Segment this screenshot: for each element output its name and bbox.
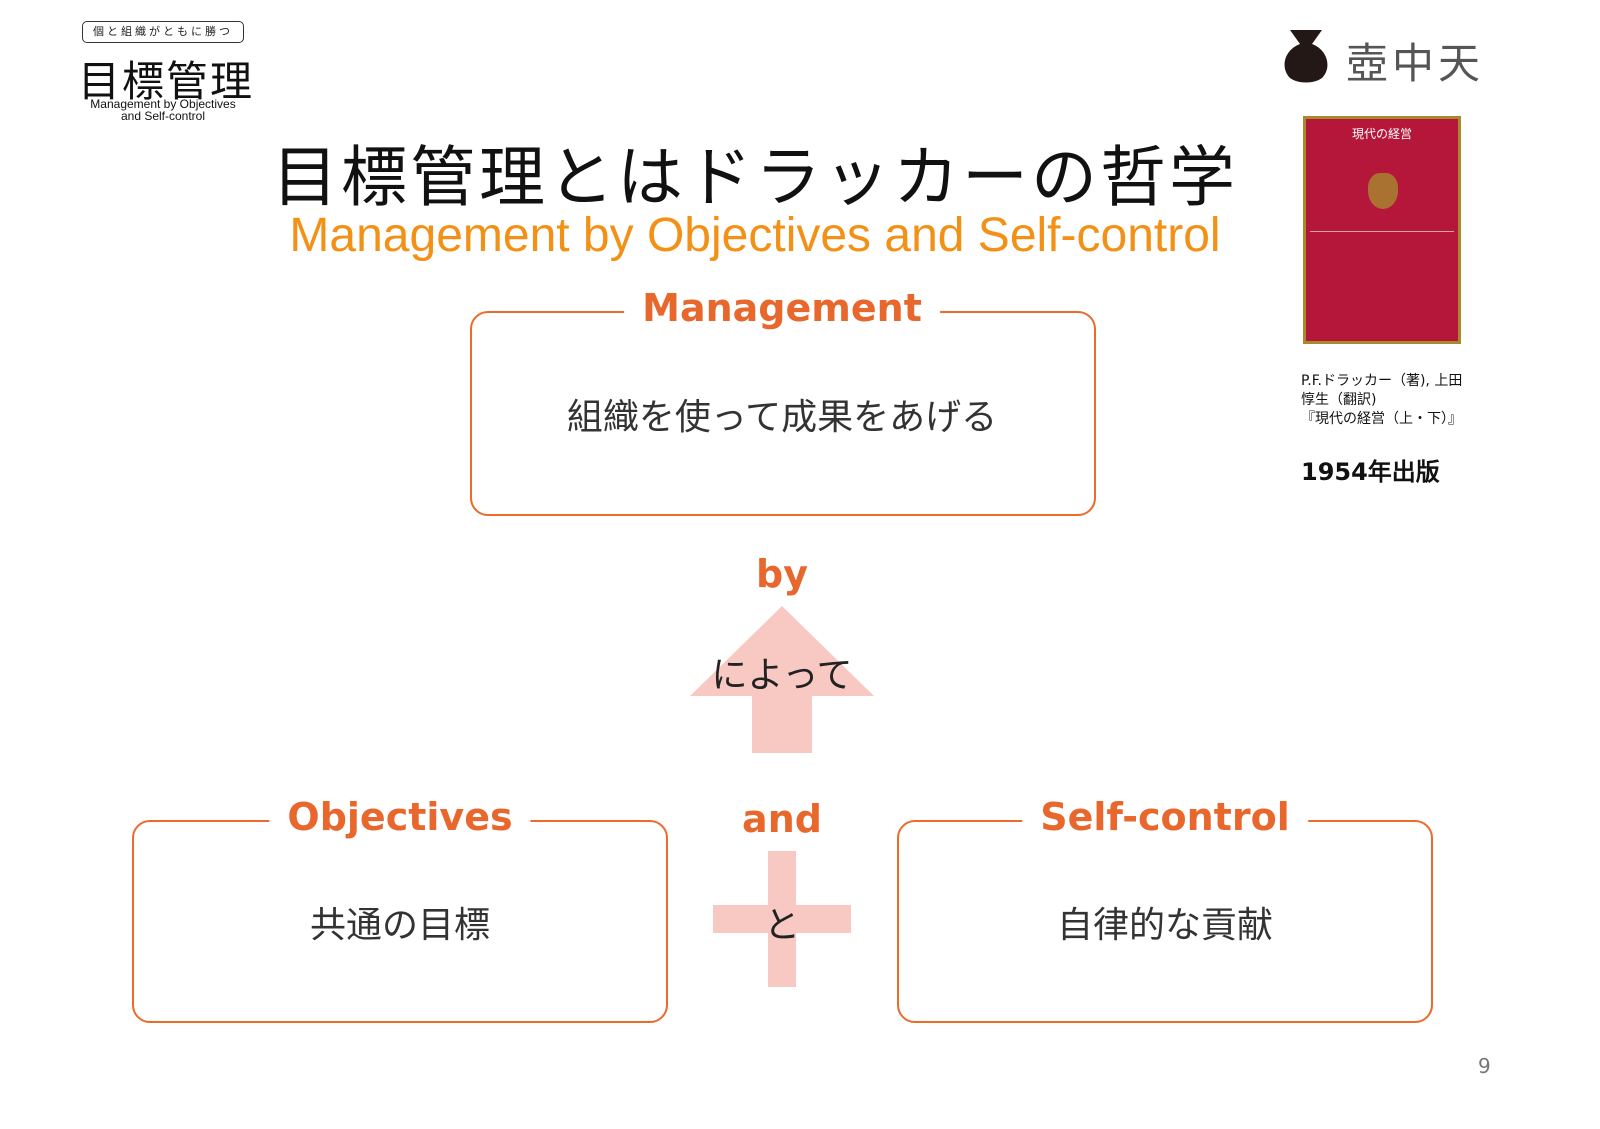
credit-line: 惇生（翻訳)	[1301, 392, 1377, 408]
objectives-text: 共通の目標	[309, 905, 491, 946]
page-subtitle: Management by Objectives and Self-contro…	[289, 209, 1221, 262]
by-text: によって	[711, 655, 853, 696]
plus-icon-bar	[713, 905, 851, 933]
logo-subtitle: Management by Objectives and Self-contro…	[82, 98, 244, 122]
logo-subtitle-line1: Management by Objectives	[90, 97, 236, 111]
book-cover-title: 現代の経営	[1351, 127, 1413, 141]
up-arrow-icon	[690, 606, 874, 753]
by-label: by	[756, 552, 808, 596]
credit-line: 『現代の経営（上・下）』	[1301, 411, 1462, 427]
logo-name: 目標管理	[78, 57, 255, 106]
self-control-text: 自律的な貢献	[1056, 905, 1274, 946]
management-text: 組織を使って成果をあげる	[566, 397, 998, 438]
pot-icon	[1284, 30, 1328, 83]
page-title: 目標管理とはドラッカーの哲学	[272, 139, 1238, 216]
page-number: 9	[1478, 1054, 1491, 1078]
book-credit: P.F.ドラッカー（著), 上田 惇生（翻訳) 『現代の経営（上・下）』	[1301, 372, 1462, 429]
and-label: and	[742, 797, 822, 841]
and-text: と	[763, 905, 801, 946]
logo-tagline: 個と組織がともに勝つ	[82, 21, 244, 43]
logo-subtitle-line2: and Self-control	[120, 109, 206, 123]
management-label: Management	[624, 286, 940, 330]
objectives-label: Objectives	[269, 795, 531, 839]
brand-name: 壺中天	[1346, 39, 1485, 88]
book-divider	[1310, 231, 1454, 232]
publication-year: 1954年出版	[1301, 458, 1440, 486]
self-control-label: Self-control	[1022, 795, 1308, 839]
portrait-emblem	[1368, 173, 1398, 209]
book-cover: 現代の経営	[1303, 116, 1461, 344]
credit-line: P.F.ドラッカー（著), 上田	[1301, 373, 1463, 389]
